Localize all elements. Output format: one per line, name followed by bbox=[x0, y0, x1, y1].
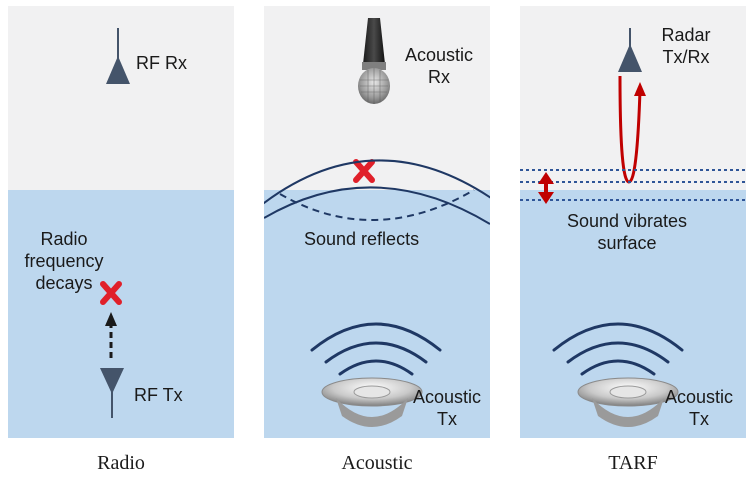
caption-radio: Radio bbox=[97, 452, 145, 474]
decay-label-line: Radio bbox=[40, 229, 88, 249]
acoustic-rx-label: Acoustic Rx bbox=[392, 44, 486, 88]
acoustic-rx-label-line: Acoustic bbox=[404, 45, 474, 65]
vibrates-label-line: Sound vibrates bbox=[566, 211, 688, 231]
acoustic-rx-label-line: Rx bbox=[428, 67, 450, 87]
air-region bbox=[8, 6, 234, 190]
acoustic-tx-label: Acoustic Tx bbox=[652, 386, 746, 430]
radar-label: Radar Tx/Rx bbox=[646, 24, 726, 68]
sound-wave-icon bbox=[310, 322, 442, 376]
acoustic-tx-label-line: Acoustic bbox=[412, 387, 482, 407]
acoustic-panel: Acoustic Rx Sound reflects Acoustic Tx bbox=[264, 6, 490, 438]
radar-antenna-icon bbox=[618, 28, 642, 72]
speaker-icon bbox=[577, 377, 679, 427]
acoustic-tx-label-line: Tx bbox=[437, 409, 457, 429]
reflected-wave bbox=[264, 159, 490, 225]
vibrates-label-line: surface bbox=[597, 233, 657, 253]
air-region bbox=[520, 6, 746, 190]
radar-label-line: Tx/Rx bbox=[662, 47, 710, 67]
vibration-arrow bbox=[538, 172, 554, 204]
tarf-panel: Radar Tx/Rx Sound vibrates surface Acous… bbox=[520, 6, 746, 438]
acoustic-tx-label: Acoustic Tx bbox=[400, 386, 490, 430]
microphone-icon bbox=[358, 18, 390, 104]
vibrates-label: Sound vibrates surface bbox=[552, 210, 702, 254]
radar-signal bbox=[618, 75, 646, 184]
decay-label: Radio frequency decays bbox=[16, 228, 112, 294]
dashed-arrow bbox=[105, 312, 117, 358]
decay-label-line: frequency bbox=[24, 251, 104, 271]
cross-icon bbox=[100, 281, 122, 305]
sound-reflects-label: Sound reflects bbox=[304, 229, 420, 249]
acoustic-tx-label-line: Acoustic bbox=[664, 387, 734, 407]
radio-panel: RF Rx Radio frequency decays RF Tx bbox=[8, 6, 234, 438]
caption-acoustic: Acoustic bbox=[341, 452, 413, 474]
speaker-icon bbox=[321, 377, 423, 427]
rf-rx-antenna-icon bbox=[106, 28, 130, 84]
decay-label-line: decays bbox=[35, 273, 93, 293]
water-region bbox=[8, 190, 234, 438]
radar-label-line: Radar bbox=[661, 25, 711, 45]
cross-icon bbox=[353, 159, 375, 183]
surface-lines bbox=[520, 169, 746, 201]
acoustic-tx-label-line: Tx bbox=[689, 409, 709, 429]
rf-tx-antenna-icon bbox=[100, 368, 124, 418]
rf-tx-label: RF Tx bbox=[134, 385, 183, 405]
sound-wave-icon bbox=[552, 322, 684, 376]
caption-tarf: TARF bbox=[608, 452, 658, 474]
rf-rx-label: RF Rx bbox=[136, 53, 187, 73]
